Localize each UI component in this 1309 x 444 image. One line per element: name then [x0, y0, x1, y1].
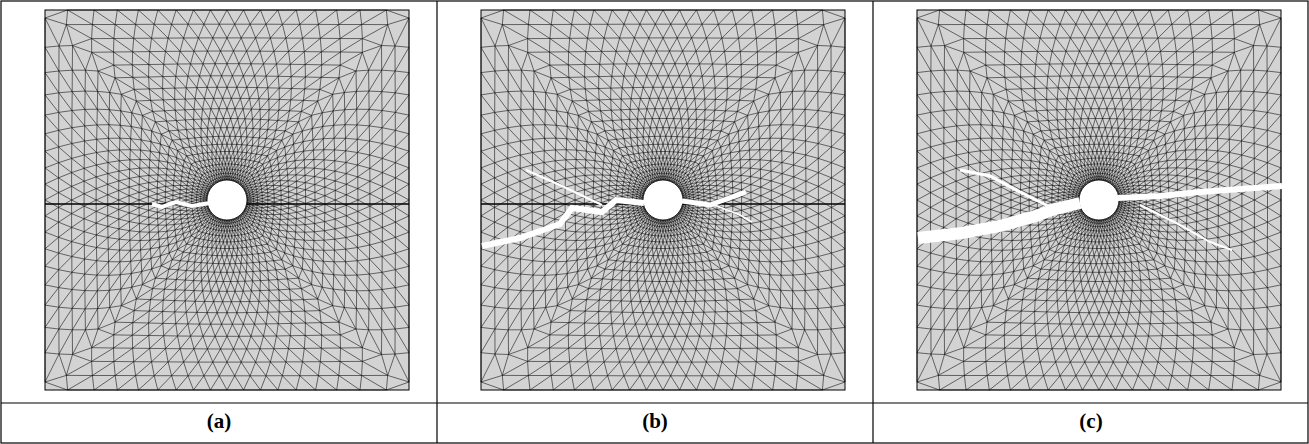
divider	[872, 1, 873, 443]
fem-mesh	[481, 10, 845, 390]
plate	[481, 10, 845, 390]
mesh-lines	[45, 10, 409, 390]
crack	[712, 204, 752, 222]
mesh-lines	[917, 10, 1281, 390]
hole	[207, 180, 247, 220]
crack	[526, 170, 602, 205]
hole	[643, 180, 683, 220]
plate	[45, 10, 409, 390]
fem-mesh	[45, 10, 409, 390]
crack	[152, 202, 210, 207]
crack	[1118, 186, 1282, 198]
hole	[1079, 180, 1119, 220]
crack	[482, 200, 644, 246]
divider	[1, 402, 1308, 403]
mesh-lines	[481, 10, 845, 390]
crack	[1140, 205, 1232, 250]
fem-mesh	[917, 10, 1282, 390]
panel-label: (b)	[595, 409, 715, 434]
crack	[960, 170, 1052, 208]
plate	[917, 10, 1281, 390]
panel-label: (a)	[159, 409, 279, 434]
divider	[436, 1, 437, 443]
crack	[682, 192, 746, 205]
crack	[918, 203, 1080, 238]
panel-label: (c)	[1031, 409, 1151, 434]
